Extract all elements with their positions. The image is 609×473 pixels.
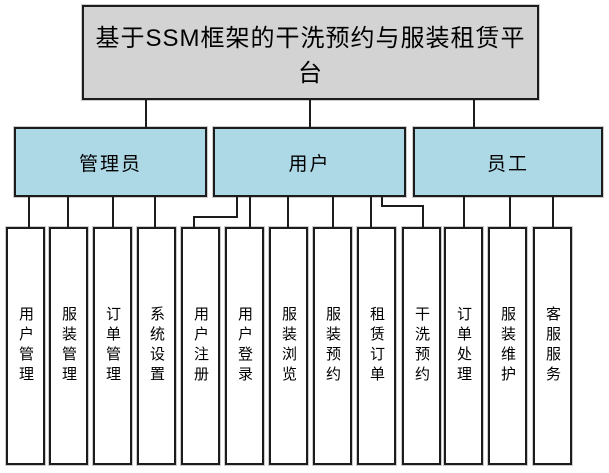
leaf-label: 服装浏览: [280, 306, 297, 386]
connector-user-to-dry-clean-seg1: [381, 196, 383, 207]
leaf-label: 系统设置: [148, 306, 165, 386]
leaf-label: 订单处理: [455, 306, 472, 386]
root-node-platform: 基于SSM框架的干洗预约与服装租赁平台: [82, 5, 539, 100]
leaf-label: 服装维护: [499, 306, 516, 386]
leaf-label: 用户管理: [17, 306, 34, 386]
leaf-node-clothing-management: 服装管理: [49, 227, 88, 465]
connector-user-to-user-registration-seg2: [193, 216, 238, 218]
connector-admin-to-user-management: [28, 196, 30, 228]
connector-user-to-clothing-reservation: [332, 196, 334, 228]
leaf-label: 服装管理: [60, 306, 77, 386]
connector-root-to-user: [309, 99, 311, 128]
connector-user-to-dry-clean-seg2: [381, 205, 424, 207]
connector-user-to-user-registration-seg1: [236, 196, 238, 218]
leaf-node-clothing-maintenance: 服装维护: [488, 227, 527, 465]
root-node-label: 基于SSM框架的干洗预约与服装租赁平台: [95, 24, 526, 87]
leaf-node-customer-service: 客服服务: [533, 227, 572, 465]
connector-user-to-rental-order: [370, 196, 372, 228]
leaf-node-clothing-reservation: 服装预约: [313, 227, 352, 465]
leaf-label: 用户注册: [192, 306, 209, 386]
connector-staff-to-order-processing: [463, 196, 465, 228]
leaf-node-user-registration: 用户注册: [181, 227, 220, 465]
connector-user-to-clothing-browse: [287, 196, 289, 228]
connector-admin-to-system-settings: [154, 196, 156, 228]
leaf-node-rental-order: 租赁订单: [357, 227, 396, 465]
branch-label-staff: 员工: [486, 153, 529, 175]
branch-label-user: 用户: [288, 153, 331, 175]
connector-admin-to-clothing-management: [67, 196, 69, 228]
leaf-node-dry-clean-reservation: 干洗预约: [402, 227, 441, 465]
connector-user-to-dry-clean-seg3: [422, 205, 424, 228]
leaf-node-order-processing: 订单处理: [444, 227, 483, 465]
connector-admin-to-order-management: [112, 196, 114, 228]
connector-root-to-staff: [473, 99, 475, 128]
leaf-label: 租赁订单: [368, 306, 385, 386]
leaf-label: 客服服务: [544, 306, 561, 386]
leaf-node-user-management: 用户管理: [6, 227, 45, 465]
leaf-node-order-management: 订单管理: [93, 227, 132, 465]
leaf-label: 用户登录: [236, 306, 253, 386]
leaf-node-user-login: 用户登录: [225, 227, 264, 465]
branch-node-admin: 管理员: [14, 127, 207, 197]
connector-staff-to-clothing-maintenance: [509, 196, 511, 228]
connector-root-to-admin: [145, 99, 147, 128]
connector-user-to-user-registration-seg3: [193, 216, 195, 228]
branch-node-staff: 员工: [413, 127, 603, 197]
leaf-node-system-settings: 系统设置: [137, 227, 176, 465]
branch-node-user: 用户: [213, 127, 406, 197]
connector-staff-to-customer-service: [552, 196, 554, 228]
leaf-label: 服装预约: [324, 306, 341, 386]
leaf-node-clothing-browse: 服装浏览: [269, 227, 308, 465]
connector-user-to-user-login: [249, 196, 251, 228]
leaf-label: 订单管理: [104, 306, 121, 386]
leaf-label: 干洗预约: [413, 306, 430, 386]
branch-label-admin: 管理员: [78, 153, 142, 175]
